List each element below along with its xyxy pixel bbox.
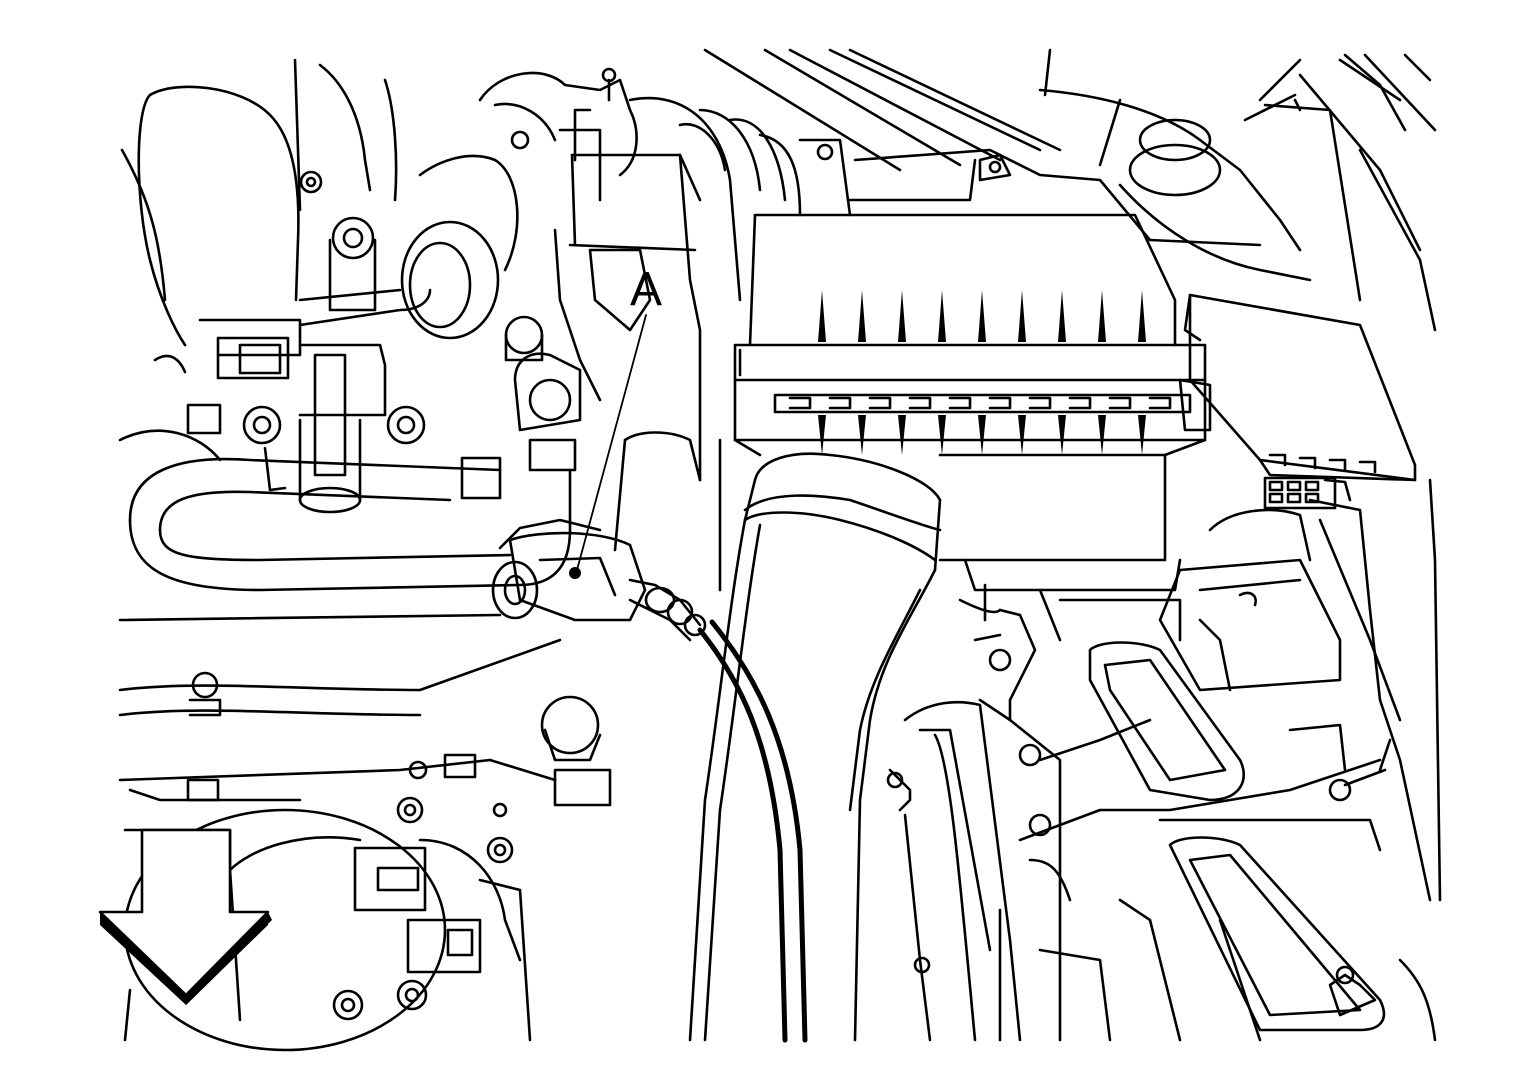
callout-a: A (576, 263, 662, 571)
relay-box (1183, 293, 1417, 510)
callout-label-a: A (630, 263, 662, 316)
intake-air-duct (553, 96, 852, 552)
air-inlet-hose (688, 438, 942, 1042)
sensor-harness (697, 619, 808, 1043)
air-cleaner-bracket (886, 583, 1262, 1042)
throttle-body (298, 67, 638, 362)
air-cleaner-ribs (818, 290, 1146, 455)
upper-left-hose (120, 58, 398, 347)
view-direction-arrow-icon (98, 828, 272, 1005)
engine-front-casting (118, 613, 612, 864)
upper-right-body-panels (703, 48, 1437, 332)
callout-leader-line (576, 314, 647, 571)
coolant-hose-lower (118, 352, 582, 592)
idle-air-control-valve (153, 318, 426, 514)
intake-air-temperature-sensor (491, 518, 707, 642)
right-side-components (1018, 478, 1442, 1042)
